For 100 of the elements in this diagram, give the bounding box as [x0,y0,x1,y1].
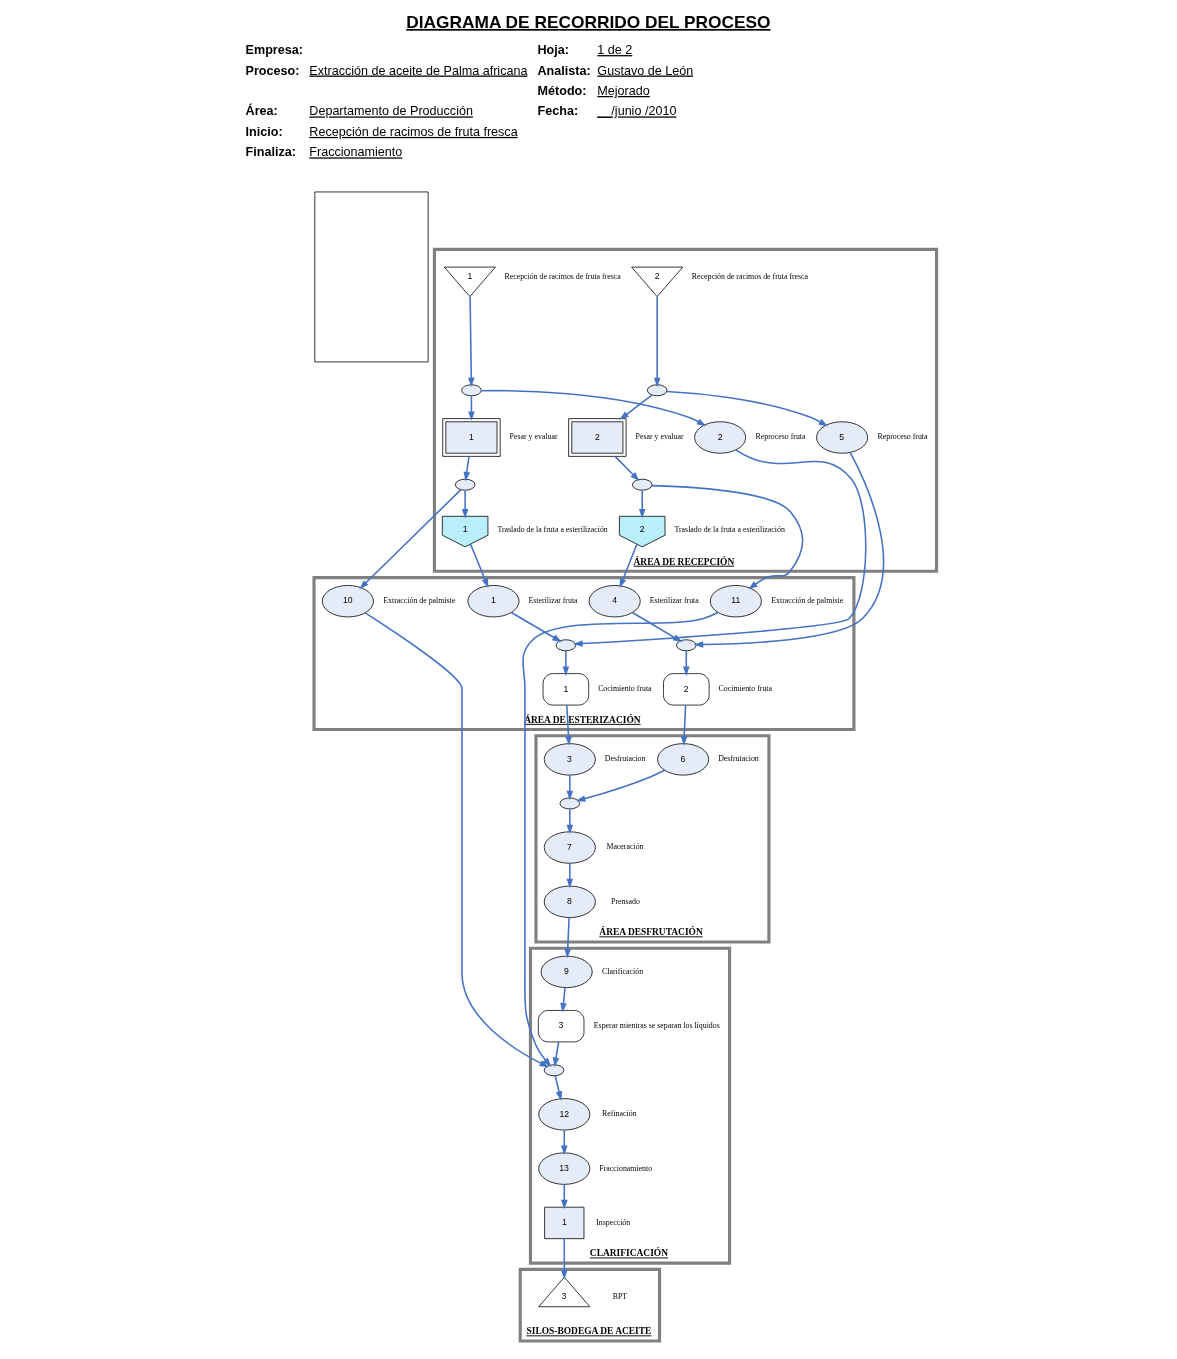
arrow [554,1075,563,1101]
label: Fecha: [537,104,579,119]
arrow [552,1041,560,1067]
arrow [480,389,707,427]
node-circle [555,639,577,652]
label: Fraccionamiento [309,145,403,160]
arrow [573,449,867,647]
node-circle [559,797,581,810]
node-ellipse: 13 [538,1152,591,1185]
node-label: BPT [612,1291,628,1301]
node-circle [461,384,482,397]
node-ellipse: 6 [657,743,710,776]
arrow [566,862,574,889]
node-label: Desfrutacion [604,754,646,764]
node-label: Maceración [606,842,644,852]
arrow [364,612,549,1068]
arrow [565,704,572,746]
label: Empresa: [245,43,303,58]
arrow [463,455,471,482]
node-label: Recepción de racimos de fruta fresca [504,271,621,281]
node-label: Esterilizar fruta [649,596,699,606]
label: Hoja: [537,43,569,58]
arrow [682,650,690,676]
label: Método: [537,83,587,98]
node-ellipse: 12 [538,1098,591,1131]
arrow [461,489,469,519]
arrow [564,917,571,959]
node-label: Inspección [596,1217,631,1227]
node-ellipse: 1 [467,585,520,618]
node-ellipse: 5 [816,421,869,454]
node-label: Refinación [602,1109,637,1119]
node-ellipse: 4 [588,585,641,618]
arrow [359,489,462,590]
node-label: Pesar y evaluar [635,432,684,442]
diagram-title: DIAGRAMA DE RECORRIDO DEL PROCESO [406,11,771,32]
node-label: Reproceso fruta [755,432,806,442]
arrow [651,484,804,590]
arrow [638,489,646,519]
label: 1 de 2 [597,43,633,58]
node-box: 2 [663,673,710,706]
node-label: Recepción de racimos de fruta fresca [691,271,809,281]
node-label: Desfrutacion [718,754,759,764]
label: Finaliza: [245,145,296,160]
node-box: 3 [537,1010,585,1043]
node-ellipse: 11 [709,585,762,618]
node-circle [632,478,653,491]
node-label: Extracción de palmiste [383,596,456,606]
node-label: Fraccionamiento [599,1163,653,1173]
arrow [666,390,829,427]
node-label: Esperar mientras se separan los líquidos [593,1021,720,1031]
node-ellipse: 10 [321,585,374,618]
node-label: Cocimiento fruta [718,684,773,694]
node-label: Esterilizar fruta [528,596,578,606]
node-label: Cocimiento fruta [598,684,652,694]
arrow [566,808,574,835]
arrow [469,543,489,588]
node-ellipse: 2 [694,421,747,454]
node-label: Pesar y evaluar [509,432,558,442]
node-circle [543,1064,565,1077]
label: Departamento de Producción [309,104,473,119]
node-label: Traslado de la fruta a esterilización [497,524,608,534]
arrow [619,543,638,588]
node-box: 1 [542,673,590,706]
node-label: Reproceso fruta [877,432,928,442]
node-ellipse: 8 [543,885,596,918]
arrow [510,611,562,643]
label: Analista: [537,63,591,78]
arrow [467,295,475,388]
arrow [653,295,661,388]
node-circle [454,478,476,491]
label: Inicio: [245,124,283,139]
node-ellipse: 9 [540,955,593,988]
label: Extracción de aceite de Palma africana [309,63,528,78]
label: Mejorado [597,83,650,98]
arrow [575,769,666,802]
label: __/junio /2010 [597,104,677,119]
arrow [614,455,640,482]
node-box [314,191,429,363]
arrow [693,451,885,648]
label: Gustavo de León [597,63,694,78]
arrow [562,650,570,676]
label: Recepción de racimos de fruta fresca [309,124,518,139]
arrow [566,774,574,801]
arrow [522,611,719,1067]
node-label: Clarificación [602,966,644,976]
arrow [631,611,683,643]
node-box: 1 [544,1206,585,1240]
node-ellipse: 3 [543,743,596,776]
arrow [680,704,688,746]
arrow [561,1237,568,1280]
node-ellipse: 7 [543,831,596,864]
node-circle [676,639,697,652]
arrow [619,394,653,420]
node-circle [646,384,668,397]
node-label: Traslado de la fruta a esterilización [674,524,785,534]
arrow [560,986,567,1013]
label: Proceso: [245,63,300,78]
label: Área: [245,104,278,119]
node-label: Extracción de palmiste [771,596,844,606]
node-label: Prensado [611,896,640,906]
